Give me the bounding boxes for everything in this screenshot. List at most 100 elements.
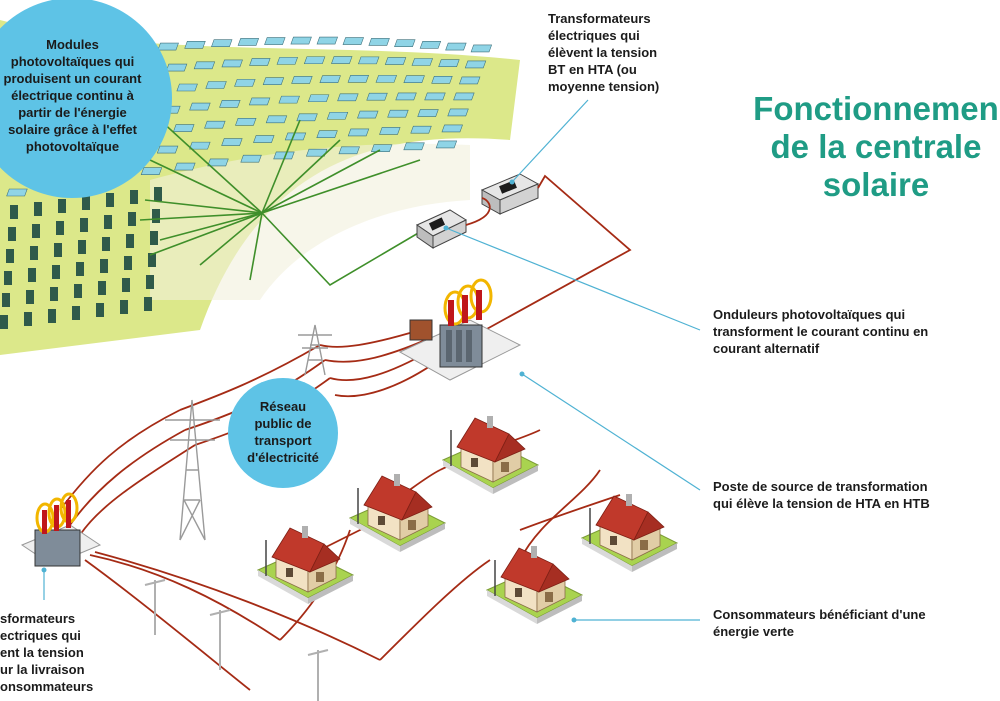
dc-cable <box>261 119 301 214</box>
solar-panel <box>447 108 469 117</box>
solar-panel <box>82 196 90 210</box>
solar-panel <box>126 234 134 248</box>
solar-panel <box>189 141 211 150</box>
solar-panel <box>419 40 442 49</box>
solar-panel <box>174 162 196 171</box>
solar-panel <box>72 306 80 320</box>
solar-panel <box>184 40 206 49</box>
solar-panel <box>290 36 312 45</box>
solar-panel <box>48 309 56 323</box>
solar-panel <box>56 221 64 235</box>
solar-panel <box>6 188 28 197</box>
solar-panel <box>30 246 38 260</box>
solar-panel <box>453 92 475 101</box>
solar-panel <box>403 142 425 151</box>
solar-panel <box>368 38 390 46</box>
solar-panel <box>237 38 260 46</box>
dc-cable <box>199 212 263 266</box>
solar-panel <box>148 253 156 267</box>
substation-label: Poste de source de transformation qui él… <box>713 479 930 511</box>
leader-lines <box>43 99 701 621</box>
solar-panel <box>76 262 84 276</box>
solar-panel <box>58 199 66 213</box>
solar-panel <box>395 92 417 101</box>
solar-panel <box>438 59 460 67</box>
solar-panel <box>273 151 295 160</box>
solar-panel <box>157 42 179 51</box>
solar-panel <box>358 56 380 65</box>
solar-panel <box>205 81 227 89</box>
solar-panel <box>331 56 353 64</box>
solar-panel <box>319 75 341 83</box>
solar-panel <box>326 111 349 120</box>
solar-panel <box>120 300 128 314</box>
solar-panel <box>173 124 195 132</box>
solar-panel <box>307 94 330 103</box>
solar-panel <box>338 146 360 155</box>
houses <box>256 416 679 624</box>
solar-panel <box>189 102 211 111</box>
dc-cable <box>144 199 263 214</box>
solar-panel <box>394 39 416 47</box>
solar-panel <box>124 256 132 270</box>
solar-panel <box>8 227 16 241</box>
house <box>348 474 447 552</box>
solar-panel <box>0 315 8 329</box>
house <box>256 526 355 604</box>
house <box>580 494 679 572</box>
solar-panel <box>291 76 313 84</box>
dc-cables <box>139 119 421 287</box>
transformers-top-label: Transformateurs électriques qui élèvent … <box>548 11 660 94</box>
solar-panel <box>100 259 108 273</box>
solar-panel <box>403 75 425 84</box>
house <box>485 546 584 624</box>
solar-panel <box>262 77 285 85</box>
solar-panel <box>204 120 226 129</box>
dc-cable <box>261 149 381 214</box>
inverters-label: Onduleurs photovoltaïques qui transforme… <box>713 307 929 356</box>
solar-panel <box>296 113 318 122</box>
solar-panel <box>193 61 216 70</box>
dc-main-cable <box>261 212 421 287</box>
source-substation <box>398 278 522 381</box>
solar-panel <box>303 56 326 65</box>
solar-panel <box>337 93 359 102</box>
solar-panel <box>176 83 198 92</box>
solar-panel <box>464 60 487 69</box>
solar-panel <box>375 75 397 83</box>
solar-panel <box>379 127 401 135</box>
solar-panel <box>384 57 407 65</box>
solar-panel <box>347 75 369 83</box>
solar-panel <box>278 95 300 104</box>
solar-panel <box>431 76 453 84</box>
solar-panel <box>342 37 364 45</box>
solar-panel <box>146 275 154 289</box>
consumers-label: Consommateurs bénéficiant d'une énergie … <box>713 607 926 639</box>
solar-panel <box>130 190 138 204</box>
solar-panel <box>96 303 104 317</box>
transformers-bottom-label: sformateurs ectriques qui ent la tension… <box>0 611 94 694</box>
solar-panel <box>264 37 286 45</box>
solar-panel <box>144 297 152 311</box>
solar-panel <box>470 44 493 53</box>
solar-panel <box>140 167 163 175</box>
solar-panel <box>316 36 338 45</box>
solar-panel <box>211 39 233 47</box>
solar-panel <box>74 284 82 298</box>
solar-panel <box>284 132 307 141</box>
solar-panels <box>0 36 493 329</box>
house <box>441 416 540 494</box>
solar-panel <box>371 144 393 152</box>
page-title: Fonctionnemen de la centrale solaire <box>753 90 999 203</box>
solar-panel <box>265 115 288 124</box>
solar-panel <box>417 109 439 117</box>
dc-cable <box>249 212 263 281</box>
solar-panel <box>219 99 241 108</box>
solar-panel <box>276 57 298 65</box>
solar-panel <box>78 240 86 254</box>
solar-panel <box>26 290 34 304</box>
solar-panel <box>106 193 114 207</box>
solar-panel <box>249 58 271 66</box>
